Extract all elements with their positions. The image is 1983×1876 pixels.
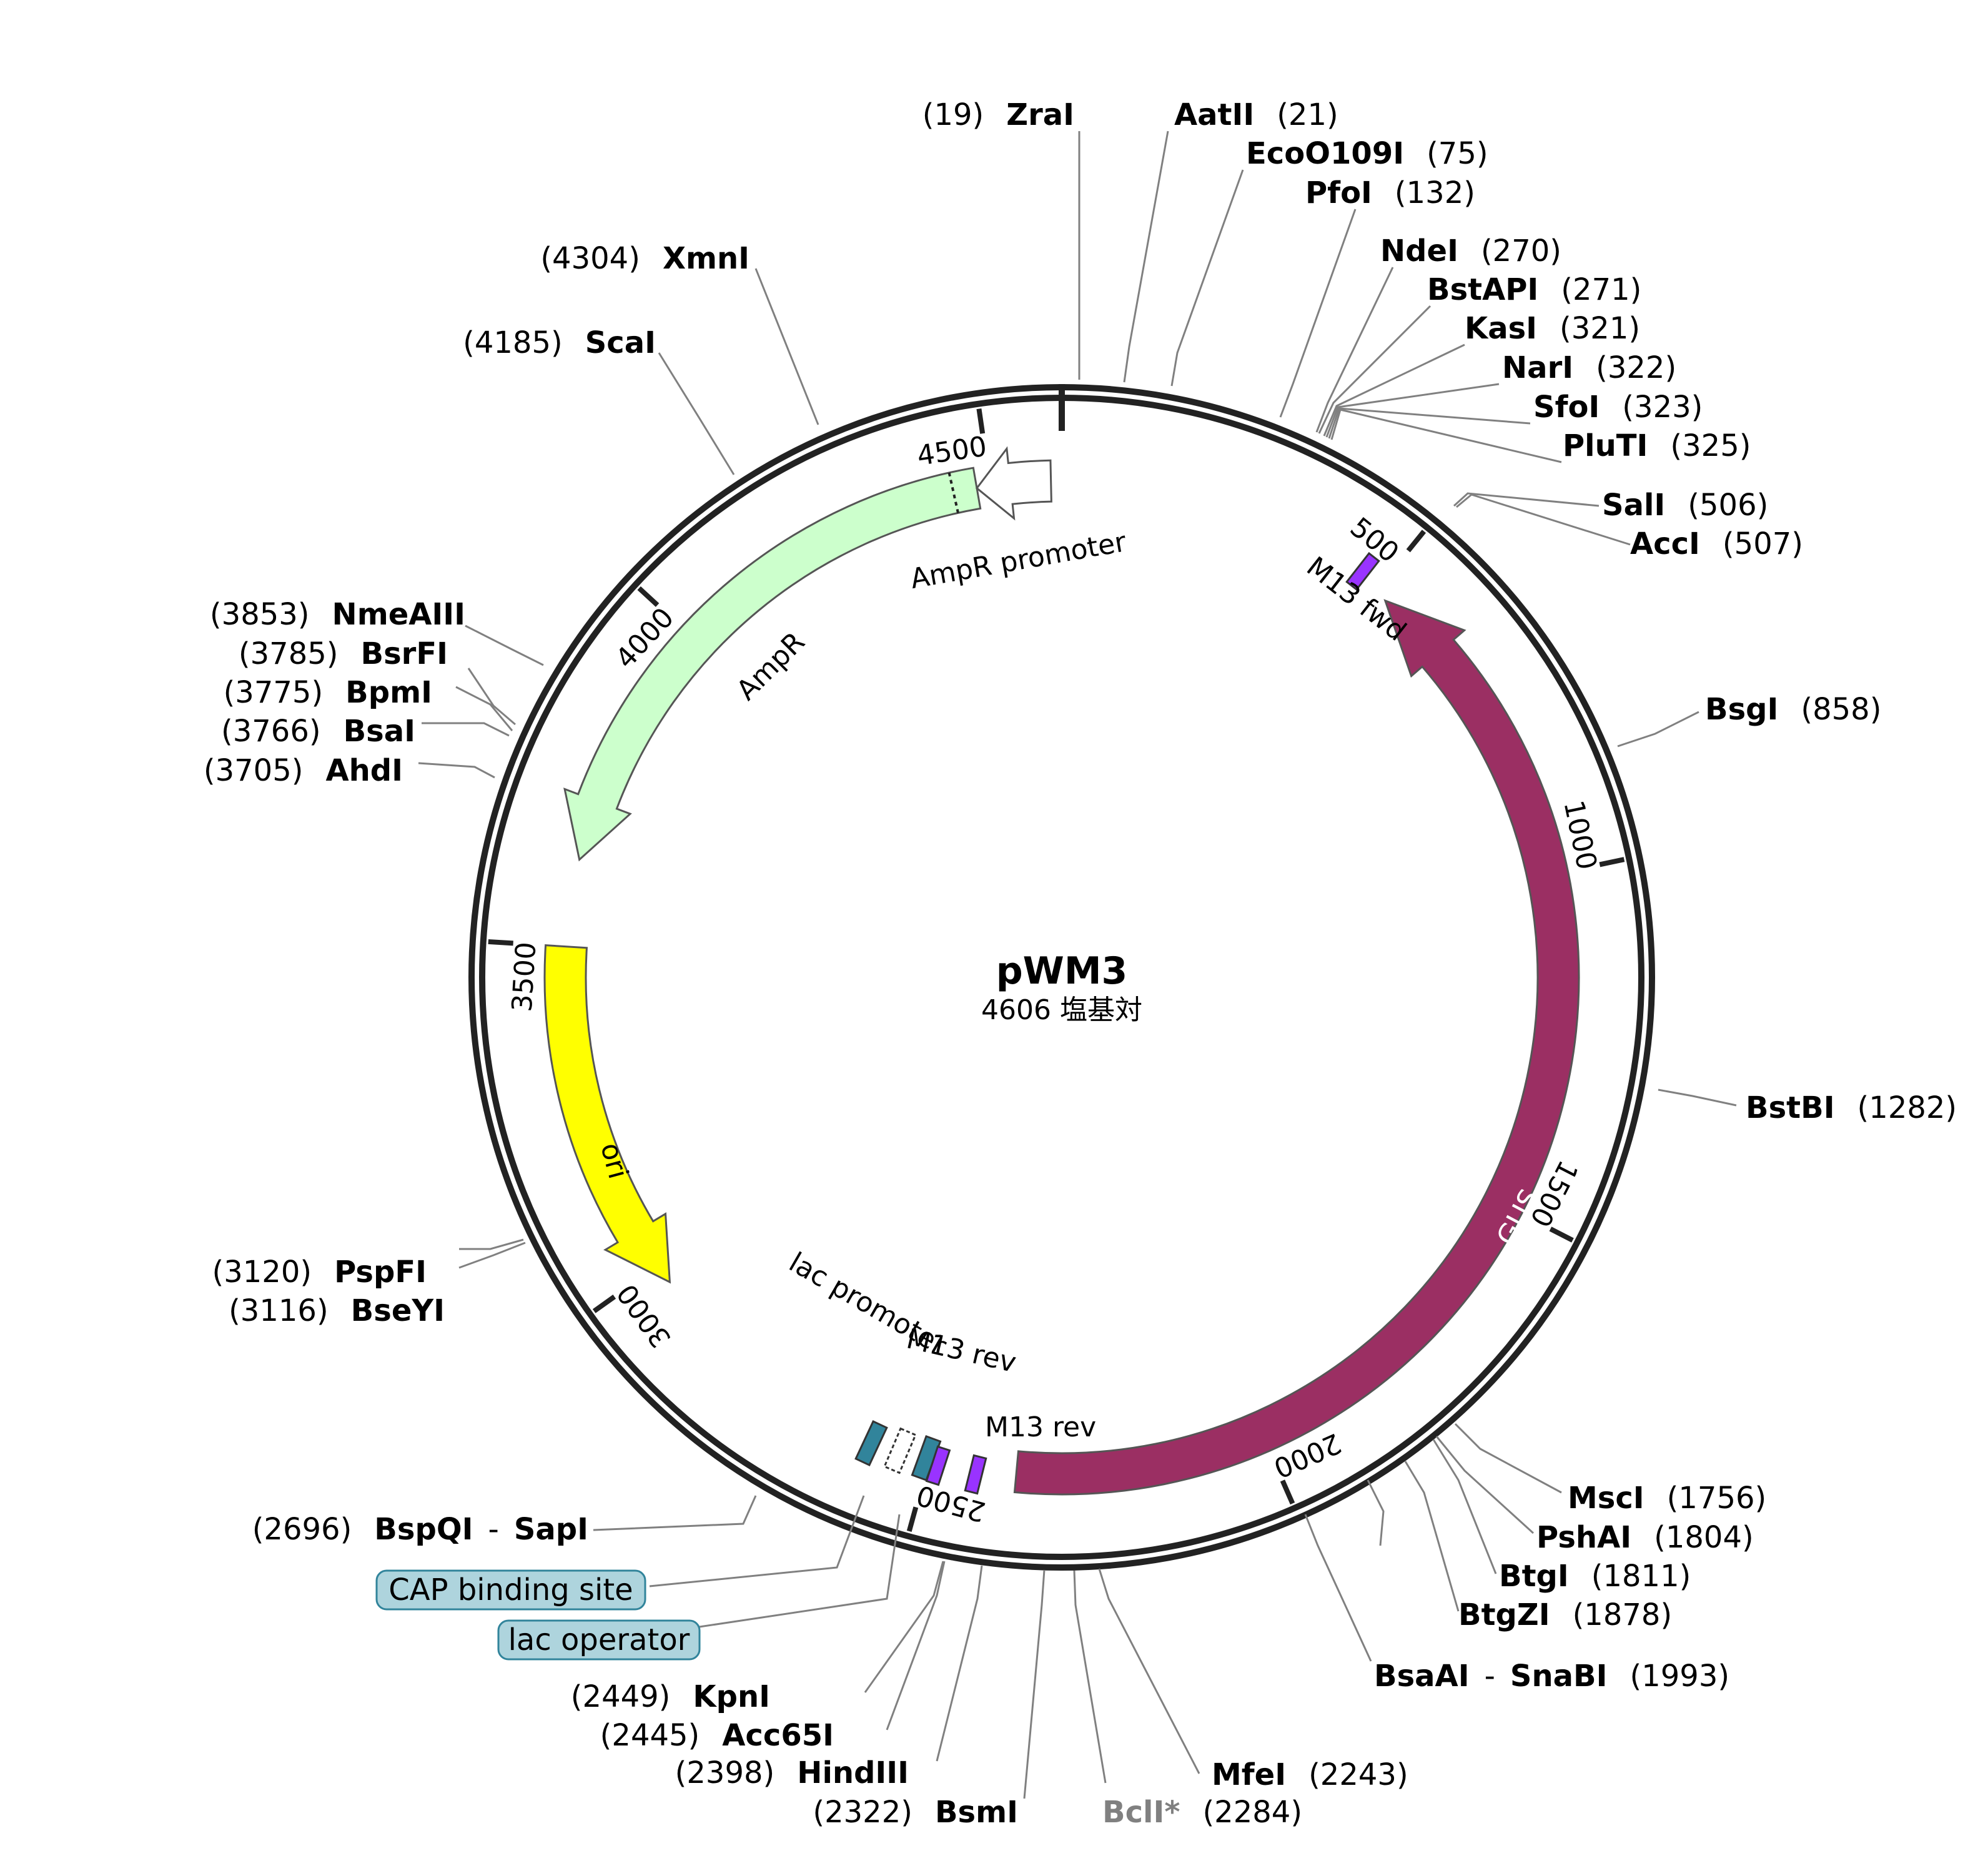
- lac-promoter-box[interactable]: [883, 1427, 917, 1474]
- site-kpni: (2449)KpnI: [571, 1679, 770, 1714]
- m13-fwd-box[interactable]: [1345, 551, 1380, 591]
- site-btgi: BtgI(1811): [1499, 1559, 1691, 1594]
- plasmid-name: pWM3: [996, 949, 1128, 993]
- boxed-labels: CAP binding site lac operator: [375, 1495, 901, 1661]
- site-labels: (19)ZraI AatII(21) EcoO109I(75) PfoI(132…: [204, 97, 1957, 1830]
- site-pspfi: (3120)PspFI: [212, 1255, 427, 1290]
- ampr-arrow[interactable]: [563, 467, 982, 862]
- tick-mark: [637, 586, 660, 607]
- site-xmni: (4304)XmnI: [540, 241, 749, 276]
- m13-rev-2-label: M13 rev: [985, 1411, 1096, 1443]
- tick-mark: [1599, 857, 1625, 867]
- site-mfei: MfeI(2243): [1212, 1757, 1408, 1792]
- site-acc65i: (2445)Acc65I: [600, 1718, 834, 1753]
- tick-mark: [906, 1506, 919, 1533]
- tick-mark: [592, 1295, 616, 1313]
- site-leaders: [418, 131, 1737, 1799]
- site-pluti: PluTI(325): [1563, 428, 1751, 463]
- site-ndei: NdeI(270): [1380, 234, 1561, 269]
- lac-operator-text: lac operator: [508, 1622, 690, 1657]
- tick-label: 3500: [507, 941, 543, 1013]
- site-zrai: (19)ZraI: [922, 97, 1074, 132]
- tick-mark: [488, 939, 513, 946]
- site-bsrfi: (3785)BsrFI: [239, 636, 448, 671]
- tick-mark: [1280, 1479, 1295, 1505]
- ori-arrow[interactable]: [543, 944, 671, 1284]
- tick-label: 4500: [915, 430, 989, 472]
- m13-fwd-label: M13 fwd: [1300, 551, 1412, 648]
- site-aatii: AatII(21): [1174, 97, 1338, 132]
- site-bsai: (3766)BsaI: [221, 714, 415, 749]
- site-bstapi: BstAPI(271): [1427, 272, 1641, 307]
- site-ahdi: (3705)AhdI: [204, 753, 403, 788]
- cap-binding-site-box: [375, 1569, 646, 1611]
- site-msci: MscI(1756): [1568, 1481, 1766, 1516]
- site-kasi: KasI(321): [1465, 311, 1640, 346]
- plasmid-size: 4606 塩基対: [981, 994, 1142, 1026]
- site-bspqi-sapi: (2696)BspQI-SapI: [252, 1512, 588, 1547]
- lac-operator-label-box: [497, 1619, 701, 1661]
- gus-arrow[interactable]: [1013, 599, 1580, 1496]
- site-bpmi: (3775)BpmI: [224, 675, 432, 710]
- tick-label: 3000: [611, 1278, 678, 1353]
- site-btgzi: BtgZI(1878): [1458, 1597, 1672, 1632]
- site-bsaai-snabi: BsaAI-SnaBI(1993): [1374, 1659, 1729, 1694]
- site-ecoo109i: EcoO109I(75): [1246, 136, 1488, 171]
- ampr-label: AmpR: [731, 626, 811, 706]
- site-sfoi: SfoI(323): [1533, 390, 1703, 425]
- site-bsgi: BsgI(858): [1705, 692, 1881, 727]
- ampr-promoter-arrow[interactable]: [975, 446, 1052, 521]
- site-bcli: BclI*(2284): [1102, 1795, 1302, 1830]
- site-pfoi: PfoI(132): [1305, 175, 1475, 210]
- site-bseyi: (3116)BseYI: [229, 1293, 445, 1328]
- tick-mark: [976, 408, 986, 434]
- m13-rev-1-label: M13 rev: [904, 1323, 1019, 1379]
- cap-binding-site-text: CAP binding site: [388, 1572, 633, 1607]
- feature-group: [543, 446, 1580, 1496]
- site-hindiii: (2398)HindIII: [675, 1755, 909, 1790]
- m13-rev-1-box[interactable]: [925, 1445, 951, 1486]
- site-bsmi: (2322)BsmI: [813, 1795, 1018, 1830]
- ampr-promoter-label: AmpR promoter: [908, 526, 1129, 595]
- site-nari: NarI(322): [1502, 350, 1676, 385]
- site-nmeaiii: (3853)NmeAIII: [210, 597, 465, 632]
- site-bstbi: BstBI(1282): [1746, 1090, 1957, 1125]
- site-sali: SalI(506): [1602, 488, 1768, 523]
- tick-mark: [1406, 530, 1427, 553]
- site-acci: AccI(507): [1630, 526, 1803, 561]
- site-scai: (4185)ScaI: [463, 325, 656, 360]
- site-pshai: PshAI(1804): [1536, 1520, 1754, 1555]
- tick-mark: [1549, 1227, 1574, 1243]
- m13-rev-2-box[interactable]: [964, 1454, 987, 1495]
- cap-site-box[interactable]: [854, 1420, 888, 1466]
